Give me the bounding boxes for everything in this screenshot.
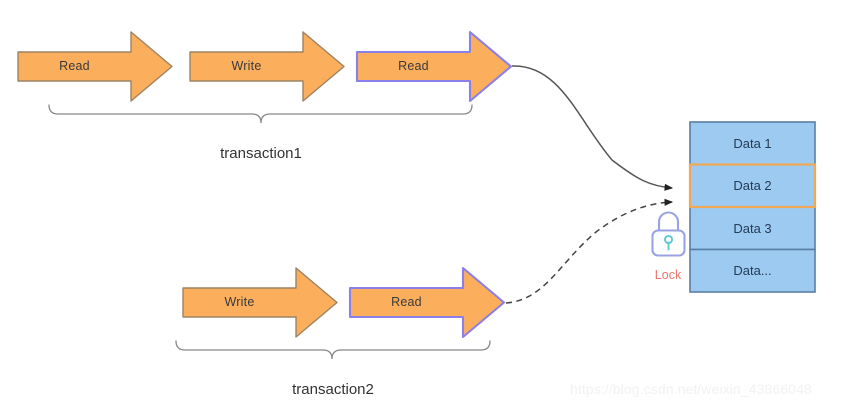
data-store-row-4[interactable] xyxy=(689,248,816,293)
data-store-table xyxy=(688,121,817,293)
watermark: https://blog.csdn.net/weixin_43866048 xyxy=(570,381,812,397)
arrow-shape-highlighted xyxy=(355,30,513,103)
transaction1-step-arrow-3[interactable] xyxy=(355,30,513,103)
data-store-cell-label-3: Data 3 xyxy=(733,221,772,236)
transaction1-step-arrow-2[interactable] xyxy=(189,31,345,102)
data-store-cell-label-2: Data 2 xyxy=(733,178,772,193)
transaction2-label: transaction2 xyxy=(292,381,374,398)
transaction1-step-arrow-1[interactable] xyxy=(17,31,173,102)
data-store-cell-label-1: Data 1 xyxy=(733,136,772,151)
lock-label: Lock xyxy=(654,268,682,282)
padlock-icon xyxy=(651,211,686,257)
transaction2-brace xyxy=(175,340,491,360)
connector-transaction2-read-to-data2 xyxy=(505,198,674,304)
transaction1-label: transaction1 xyxy=(220,145,302,162)
data-store-row-2[interactable] xyxy=(689,163,816,208)
data-store-row-2-highlight xyxy=(688,163,817,209)
arrow-shape xyxy=(189,31,345,102)
arrow-shape-highlighted xyxy=(348,266,506,339)
arrow-shape xyxy=(17,31,173,102)
arrow-shape xyxy=(182,267,338,338)
transaction1-brace xyxy=(48,104,473,124)
connector-transaction1-read-to-data2 xyxy=(511,65,674,191)
data-store-row-1[interactable] xyxy=(689,121,816,166)
data-store-cell-label-4: Data... xyxy=(733,263,772,278)
transaction2-step-arrow-1[interactable] xyxy=(182,267,338,338)
transaction2-step-arrow-2[interactable] xyxy=(348,266,506,339)
